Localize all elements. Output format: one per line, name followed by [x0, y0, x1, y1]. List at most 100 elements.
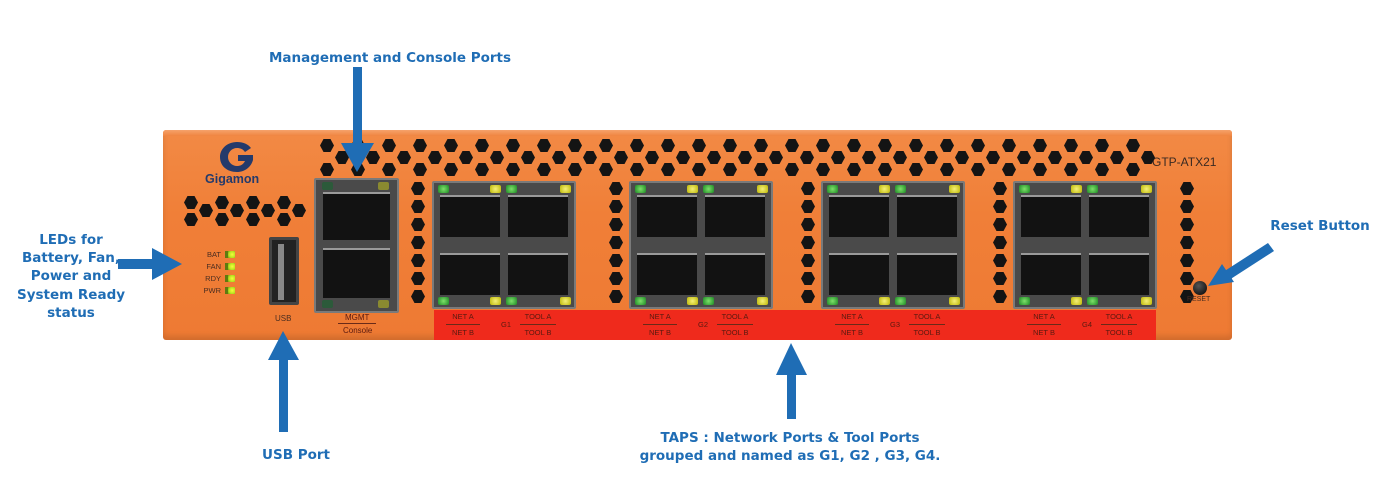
- vent-hole: [801, 236, 815, 249]
- tool-a-port[interactable]: [705, 195, 765, 237]
- vent-hole: [475, 163, 489, 176]
- brand-name: Gigamon: [205, 172, 260, 186]
- tool-a-port[interactable]: [1089, 195, 1149, 237]
- vent-hole: [878, 163, 892, 176]
- vent-hole: [277, 196, 291, 209]
- vent-hole: [184, 213, 198, 226]
- vent-hole: [630, 139, 644, 152]
- usb-port[interactable]: [269, 237, 299, 305]
- tool-a-port[interactable]: [508, 195, 568, 237]
- label-divider: [909, 324, 945, 325]
- vent-hole: [862, 151, 876, 164]
- vent-hole: [444, 139, 458, 152]
- vent-hole: [1180, 182, 1194, 195]
- vent-hole: [971, 139, 985, 152]
- vent-hole: [1033, 163, 1047, 176]
- activity-led-icon: [378, 182, 389, 190]
- label-divider: [338, 323, 376, 324]
- vent-hole: [184, 196, 198, 209]
- vent-hole: [1180, 200, 1194, 213]
- vent-hole: [816, 163, 830, 176]
- reset-button[interactable]: [1193, 281, 1207, 295]
- vent-hole: [490, 151, 504, 164]
- net-b-port[interactable]: [637, 253, 697, 295]
- tool-b-label: TOOL B: [524, 328, 552, 337]
- vent-hole: [940, 163, 954, 176]
- group-label: G1: [500, 320, 511, 329]
- label-divider: [1101, 324, 1137, 325]
- link-led-icon: [506, 297, 517, 305]
- tool-b-label: TOOL B: [721, 328, 749, 337]
- vent-hole: [382, 139, 396, 152]
- vent-hole: [1048, 151, 1062, 164]
- led-indicator-icon: [225, 251, 235, 258]
- net-a-port[interactable]: [1021, 195, 1081, 237]
- vent-hole: [411, 254, 425, 267]
- group-label: G4: [1081, 320, 1092, 329]
- tool-b-label: TOOL B: [1105, 328, 1133, 337]
- link-led-icon: [438, 185, 449, 193]
- label-divider: [520, 324, 556, 325]
- vent-hole: [692, 163, 706, 176]
- net-b-port[interactable]: [829, 253, 889, 295]
- vent-hole: [1033, 139, 1047, 152]
- callout-leds-line: Battery, Fan,: [22, 250, 120, 267]
- vent-hole: [754, 163, 768, 176]
- usb-tongue: [278, 244, 284, 300]
- vent-hole: [993, 236, 1007, 249]
- activity-led-icon: [1141, 297, 1152, 305]
- net-a-port[interactable]: [829, 195, 889, 237]
- vent-hole: [924, 151, 938, 164]
- vent-hole: [1180, 272, 1194, 285]
- tool-b-port[interactable]: [705, 253, 765, 295]
- tool-b-label: TOOL B: [913, 328, 941, 337]
- vent-hole: [568, 163, 582, 176]
- activity-led-icon: [490, 297, 501, 305]
- vent-hole: [609, 272, 623, 285]
- vent-hole: [397, 151, 411, 164]
- net-b-port[interactable]: [440, 253, 500, 295]
- led-pwr: PWR: [199, 286, 235, 295]
- vent-hole: [769, 151, 783, 164]
- vent-hole: [1017, 151, 1031, 164]
- vent-hole: [413, 139, 427, 152]
- vent-hole: [661, 163, 675, 176]
- vent-hole: [1064, 163, 1078, 176]
- net-a-port[interactable]: [440, 195, 500, 237]
- console-port[interactable]: [323, 248, 390, 298]
- label-divider: [835, 324, 869, 325]
- callout-reset: Reset Button: [1270, 218, 1370, 234]
- callout-leds-line: status: [47, 304, 95, 321]
- vent-hole: [1095, 163, 1109, 176]
- vent-hole: [630, 163, 644, 176]
- callout-leds-line: System Ready: [16, 286, 126, 303]
- mgmt-label: MGMT: [345, 313, 370, 322]
- vent-hole: [614, 151, 628, 164]
- tool-a-label: TOOL A: [524, 312, 552, 321]
- vent-hole: [1110, 151, 1124, 164]
- vent-hole: [609, 200, 623, 213]
- activity-led-icon: [1141, 185, 1152, 193]
- vent-hole: [940, 139, 954, 152]
- net-b-label: NET B: [649, 328, 671, 337]
- activity-led-icon: [879, 185, 890, 193]
- vent-hole: [785, 163, 799, 176]
- tool-a-port[interactable]: [897, 195, 957, 237]
- tool-b-port[interactable]: [508, 253, 568, 295]
- net-b-port[interactable]: [1021, 253, 1081, 295]
- net-a-port[interactable]: [637, 195, 697, 237]
- activity-led-icon: [687, 185, 698, 193]
- vent-hole: [382, 163, 396, 176]
- vent-hole: [801, 254, 815, 267]
- tool-a-label: TOOL A: [721, 312, 749, 321]
- vent-hole: [1095, 139, 1109, 152]
- link-led-icon: [438, 297, 449, 305]
- tool-b-port[interactable]: [1089, 253, 1149, 295]
- activity-led-icon: [1071, 297, 1082, 305]
- vent-hole: [1180, 236, 1194, 249]
- tool-b-port[interactable]: [897, 253, 957, 295]
- link-led-icon: [635, 185, 646, 193]
- link-led-icon: [703, 297, 714, 305]
- mgmt-port[interactable]: [323, 192, 390, 240]
